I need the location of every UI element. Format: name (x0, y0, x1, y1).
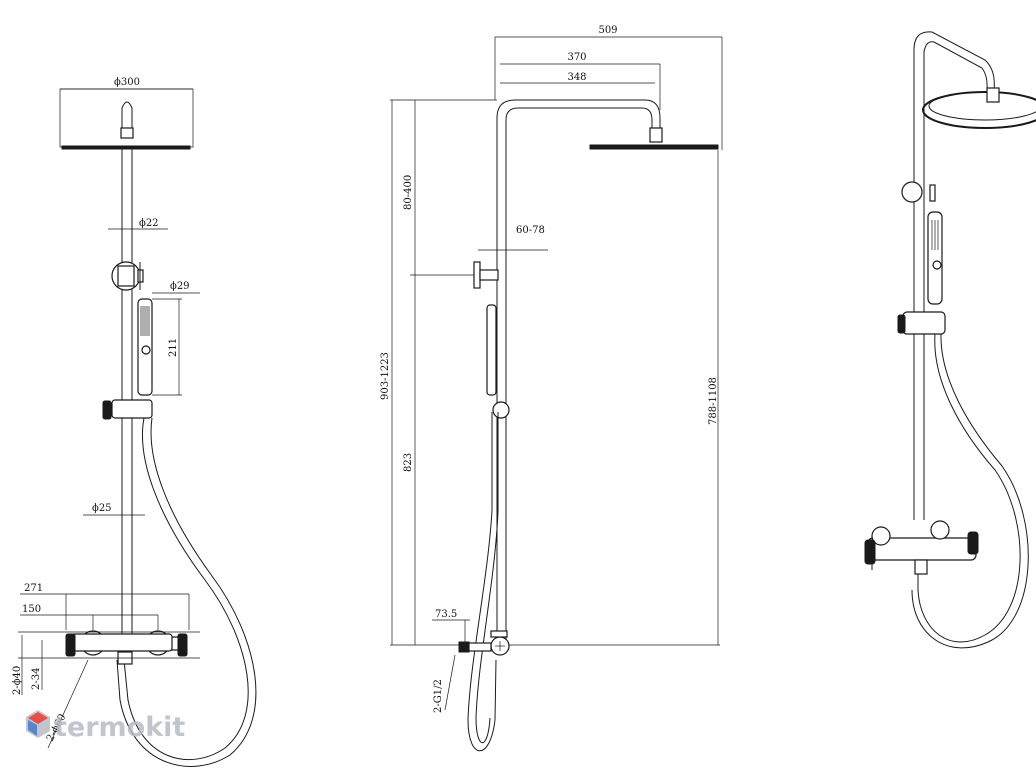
dim-wall-offset: 73.5 (435, 609, 457, 620)
dim-inlet-spacing: 150 (22, 604, 41, 615)
dim-total-height: 903-1223 (380, 352, 391, 400)
hose-side (467, 412, 497, 752)
bracket-3d (901, 181, 923, 203)
dim-pipe-diameter: ϕ22 (139, 218, 159, 229)
slide-holder-side (492, 401, 510, 419)
dim-total-reach: 509 (598, 25, 617, 36)
dim-inlet-thread: 2-G1/2 (433, 679, 444, 713)
front-view: ϕ300 ϕ22 ϕ29 211 (12, 77, 257, 767)
handle-right (177, 633, 188, 657)
arm-top (121, 101, 133, 128)
dim-handset-length: 211 (168, 338, 179, 357)
inlet-nut (458, 641, 470, 653)
rain-head-side (589, 144, 719, 150)
dim-head-adjust: 80-400 (403, 175, 414, 210)
dim-flange-40: 2-ϕ40 (12, 666, 23, 695)
dim-arm-inner: 348 (567, 72, 586, 83)
dim-arm-outer: 370 (567, 52, 586, 63)
dim-mixer-width: 271 (24, 583, 43, 594)
dim-lower-pipe: ϕ25 (92, 503, 112, 514)
rain-head-plate (61, 145, 191, 150)
handle-left (65, 633, 76, 657)
wall-bracket-side (473, 261, 481, 289)
watermark-text: termokit (54, 712, 185, 743)
perspective-view (864, 31, 1036, 649)
slide-holder (111, 399, 153, 419)
dim-head-height: 788-1108 (708, 377, 719, 425)
dim-bracket-height: 823 (403, 453, 414, 472)
shower-hose (123, 417, 249, 761)
rail-3d (913, 31, 995, 520)
shower-arm (496, 99, 661, 145)
dim-bracket-range: 60-78 (516, 225, 545, 236)
side-view: 509 370 348 903-1223 80-400 823 788-1108… (380, 25, 723, 752)
termokit-watermark: termokit (26, 710, 185, 743)
hand-shower-3d (927, 211, 943, 305)
dim-flange-34: 2-34 (31, 668, 42, 690)
slider-3d (902, 311, 946, 335)
dim-head-diameter: ϕ300 (114, 77, 140, 88)
dim-handset-diameter: ϕ29 (170, 281, 190, 292)
